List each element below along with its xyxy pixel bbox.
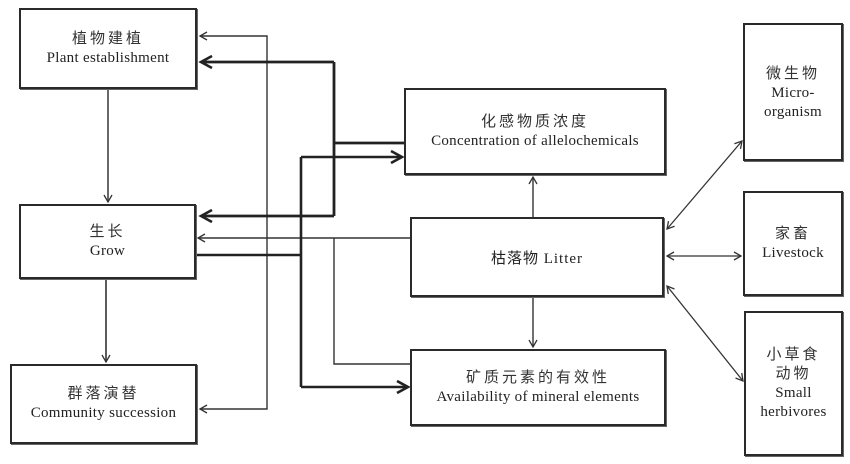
node-label-en: Grow [89,242,126,259]
edge-litter-microorganism [666,140,743,230]
node-litter: 枯落物 Litter [410,217,664,297]
node-label-en: Concentration of allelochemicals [431,132,639,149]
node-label-en: Community succession [30,405,177,421]
node-label-zh: 矿质元素的有效性 [465,369,610,386]
node-label-en-line1: Micro- [771,85,815,101]
node-small-herbivores: 小草食 动物 Small herbivores [744,311,843,456]
node-plant-establishment: 植物建植 Plant establishment [19,8,197,89]
node-label-en-line2: herbivores [760,403,827,420]
edge-allelochemicals-to-plant-and-grow [198,54,404,224]
node-allelochemicals: 化感物质浓度 Concentration of allelochemicals [404,88,666,175]
node-label-zh: 化感物质浓度 [480,113,589,130]
node-label-en: Litter [543,250,584,267]
node-label-zh: 植物建植 [71,30,144,47]
node-grow: 生长 Grow [19,204,196,279]
node-mineral-elements: 矿质元素的有效性 Availability of mineral element… [410,349,666,426]
node-label-en: Livestock [762,244,824,261]
node-label-en-line2: organism [764,104,822,120]
node-microorganism: 微生物 Micro- organism [743,23,843,161]
node-label-zh: 家畜 [774,225,811,242]
node-label-zh: 枯落物 [490,250,539,267]
node-label-zh-line2: 动物 [775,365,812,382]
node-label-en-line1: Small [775,384,812,401]
node-livestock: 家畜 Livestock [743,191,843,296]
node-label-zh: 生长 [89,223,126,240]
node-label-zh: 群落演替 [67,386,140,402]
node-community-succession: 群落演替 Community succession [10,364,197,444]
node-label-zh-line1: 小草食 [766,346,821,363]
edge-litter-small-herbivores [666,284,744,383]
edge-grow-to-allelochemicals-and-minerals [197,149,411,395]
edge-minerals-to-litter-line [333,238,410,365]
edge-feedback-to-plant-and-community [198,31,268,414]
node-label-en: Availability of mineral elements [436,388,640,405]
node-label: 枯落物 Litter [491,247,583,268]
node-label-zh: 微生物 [765,66,820,82]
node-label-en: Plant establishment [46,49,170,66]
